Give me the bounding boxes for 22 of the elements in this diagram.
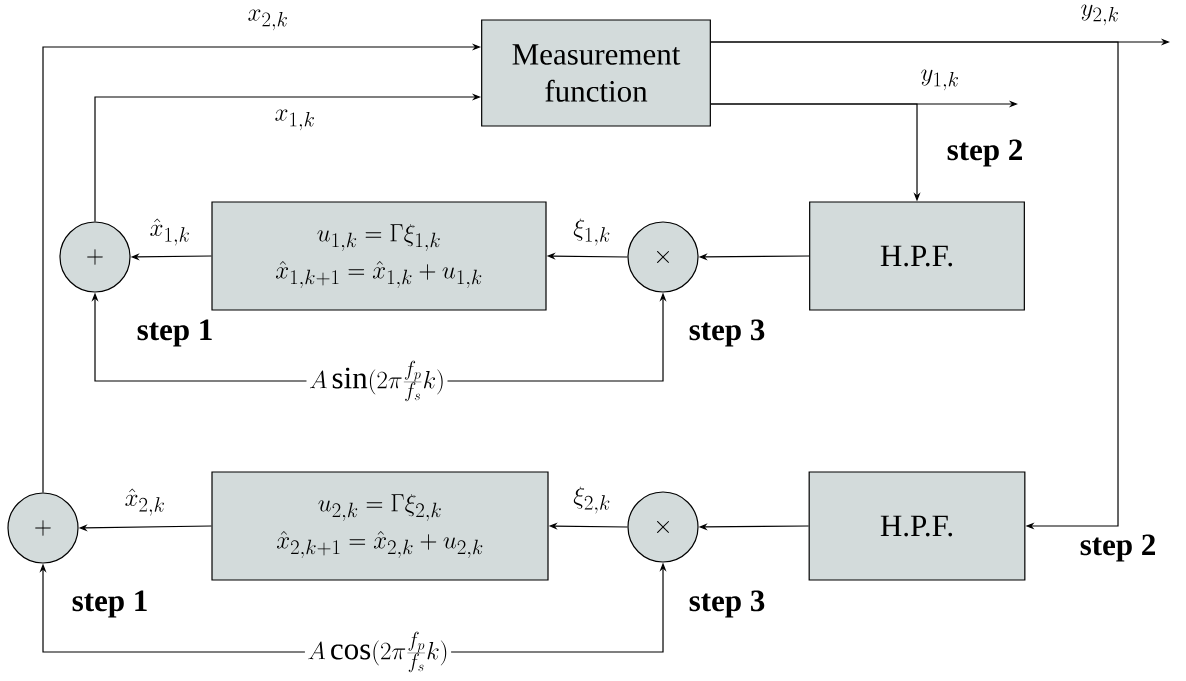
- step-label: step 1: [72, 590, 147, 618]
- edge-label: $\hat{x}_{1,k}$: [148, 217, 192, 247]
- edge-label: $\hat{x}_{2,k}$: [123, 487, 167, 517]
- signal-label: $A\sin(2\pi\frac{f_p}{f_s}k)$: [307, 359, 447, 403]
- step-label: step 1: [137, 319, 212, 347]
- signal-label: $A\cos(2\pi\frac{f_p}{f_s}k)$: [305, 630, 451, 674]
- step-label: step 2: [1080, 534, 1155, 562]
- edge-label: $y_{2,k}$: [1079, 3, 1121, 27]
- arrow: [710, 41, 1119, 530]
- step-label: step 3: [689, 590, 765, 618]
- process-box: $u_{1,k}=\Gamma\xi_{1,k}$ $\hat{x}_{1,k+1}=\hat{x}_{1,k}+u_{1,k}$: [211, 201, 547, 311]
- step-label: step 3: [689, 319, 765, 347]
- edge-label: $\xi_{1,k}$: [572, 217, 612, 247]
- edge-label: $\xi_{2,k}$: [572, 485, 612, 515]
- edge-label: $y_{1,k}$: [919, 68, 961, 92]
- process-box: H.P.F.: [808, 471, 1026, 581]
- step-label: step 2: [947, 139, 1022, 167]
- edge-label: $x_{2,k}$: [246, 8, 290, 32]
- process-box: Measurement function: [481, 19, 711, 127]
- process-box: $u_{2,k}=\Gamma\xi_{2,k}$ $\hat{x}_{2,k+1}=\hat{x}_{2,k}+u_{2,k}$: [211, 471, 549, 581]
- process-box: H.P.F.: [809, 201, 1025, 311]
- edge-label: $x_{1,k}$: [273, 108, 317, 132]
